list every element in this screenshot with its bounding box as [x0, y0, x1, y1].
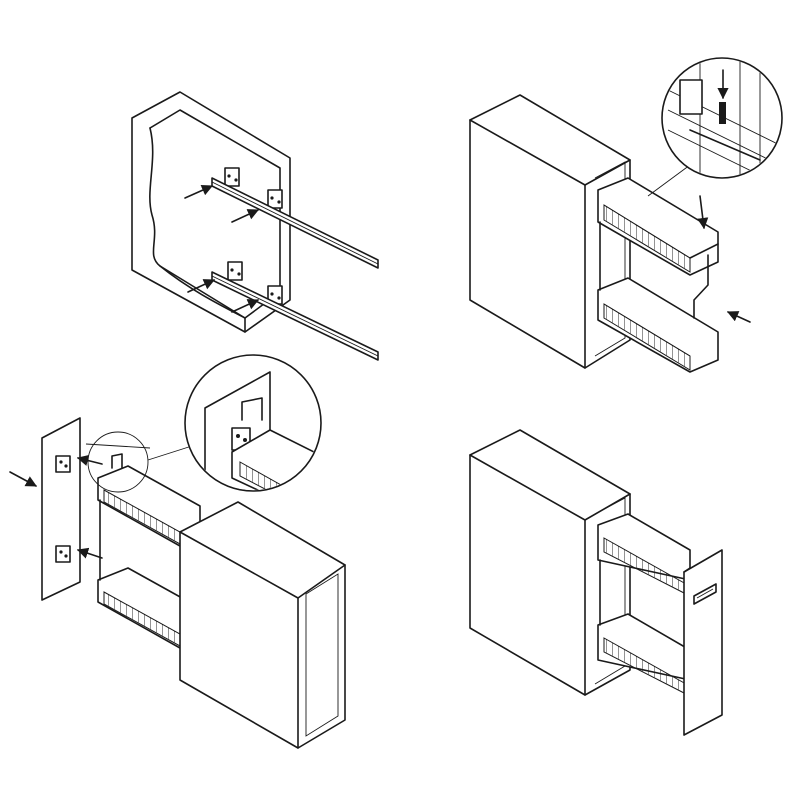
arrow-icon	[697, 195, 709, 230]
step-1-panel	[131, 91, 379, 361]
cut-edge	[149, 127, 246, 319]
upper-basket	[597, 177, 719, 276]
cabinet-wall	[131, 91, 291, 333]
arrow-icon	[231, 299, 260, 313]
handle-icon	[693, 583, 717, 605]
cabinet-inner-edge	[149, 109, 281, 319]
screw-icon	[719, 102, 726, 124]
step-4-panel	[469, 429, 723, 736]
drawer-door-panel	[683, 549, 723, 736]
lower-bracket	[227, 261, 283, 305]
cabinet-box	[179, 501, 346, 749]
zoom-leader	[85, 443, 151, 449]
hinge-bracket-icon	[55, 455, 71, 563]
arrow-icon	[76, 455, 103, 466]
cabinet-front	[469, 429, 631, 696]
zoom-leader	[647, 164, 691, 197]
step-2-panel	[469, 57, 783, 373]
arrow-icon	[76, 547, 103, 559]
arrow-icon	[726, 311, 751, 323]
arrow-icon	[9, 471, 37, 487]
arrow-icon	[187, 279, 216, 293]
lower-basket	[597, 613, 691, 695]
door-panel	[41, 417, 81, 601]
upper-bracket	[224, 167, 283, 209]
arrow-icon	[184, 184, 214, 199]
zoom-detail-hinge	[184, 354, 322, 492]
arrow-icon	[231, 209, 260, 223]
zoom-detail-screw	[661, 57, 783, 179]
step-3-panel	[9, 354, 346, 749]
upper-basket	[597, 513, 691, 595]
cabinet-front	[469, 94, 631, 369]
lower-basket	[597, 277, 719, 373]
